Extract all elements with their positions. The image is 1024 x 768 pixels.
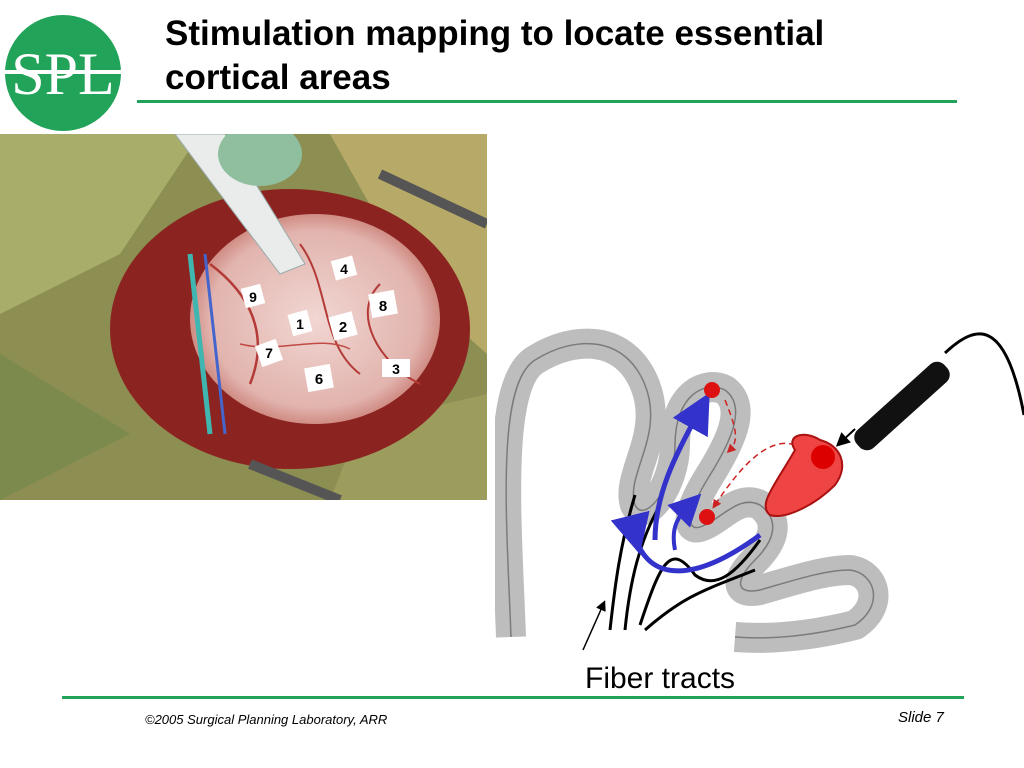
stimulation-diagram xyxy=(495,328,1024,653)
marker-tag: 3 xyxy=(382,359,410,377)
electrode-cable xyxy=(943,332,1024,416)
marker-tag: 6 xyxy=(304,363,334,393)
exposed-cortex xyxy=(190,214,440,424)
svg-text:9: 9 xyxy=(249,289,257,305)
activation-pathway xyxy=(652,392,710,541)
retractor-top xyxy=(377,169,487,229)
svg-text:2: 2 xyxy=(339,319,347,336)
svg-text:7: 7 xyxy=(265,345,273,361)
logo-text: SPL xyxy=(11,41,114,107)
current-path xyxy=(724,399,737,454)
svg-text:3: 3 xyxy=(392,361,400,377)
svg-text:8: 8 xyxy=(379,298,387,315)
stimulator-probe xyxy=(174,134,306,275)
svg-text:6: 6 xyxy=(315,371,323,388)
svg-text:1: 1 xyxy=(296,316,304,332)
copyright-notice: ©2005 Surgical Planning Laboratory, ARR xyxy=(145,712,388,727)
stimulation-point xyxy=(699,509,715,525)
slide-number: Slide 7 xyxy=(898,709,944,726)
blue-lead xyxy=(203,253,227,435)
teal-electrode-strip xyxy=(187,253,213,435)
fiber-tracts-label: Fiber tracts xyxy=(585,662,736,695)
slide-title: Stimulation mapping to locate essential … xyxy=(165,12,965,100)
drape-upper-left xyxy=(0,134,200,314)
stimulation-point xyxy=(704,382,720,398)
svg-text:4: 4 xyxy=(340,261,348,277)
marker-tag: 8 xyxy=(368,289,398,319)
title-line-1: Stimulation mapping to locate essential xyxy=(165,14,825,53)
activation-pathway xyxy=(610,510,762,574)
retractor-bottom xyxy=(248,459,342,500)
vessel xyxy=(299,243,361,375)
logo-stripe xyxy=(4,70,122,74)
drape-lower-left xyxy=(0,354,130,500)
gloved-finger xyxy=(218,134,302,186)
drape-lower-right xyxy=(330,394,487,500)
fiber-label-pointer xyxy=(582,600,606,651)
fiber-tract xyxy=(638,539,762,626)
marker-tag: 1 xyxy=(287,309,313,337)
title-line-2: cortical areas xyxy=(165,58,391,97)
marker-tag: 2 xyxy=(328,311,358,341)
fiber-tract xyxy=(623,504,662,631)
electrode-tip-arrow xyxy=(835,428,856,447)
cortex-outline xyxy=(505,342,875,639)
marker-tag: 7 xyxy=(254,338,284,368)
title-underline xyxy=(137,100,957,103)
vessel xyxy=(209,263,259,385)
electrode-tip xyxy=(764,433,844,517)
marker-tag: 4 xyxy=(330,255,358,281)
spl-logo: SPL xyxy=(4,15,122,131)
electrode-contact xyxy=(811,445,835,469)
current-path xyxy=(712,442,796,509)
fiber-tract xyxy=(644,568,756,632)
footer-rule xyxy=(62,696,964,699)
electrode-handle xyxy=(854,361,950,451)
activation-pathway xyxy=(667,493,702,551)
vessel xyxy=(239,342,351,350)
cortex-gyri xyxy=(495,328,889,653)
surgical-photo: 9 4 8 1 2 7 6 3 xyxy=(0,134,487,500)
marker-tag: 9 xyxy=(240,283,266,309)
